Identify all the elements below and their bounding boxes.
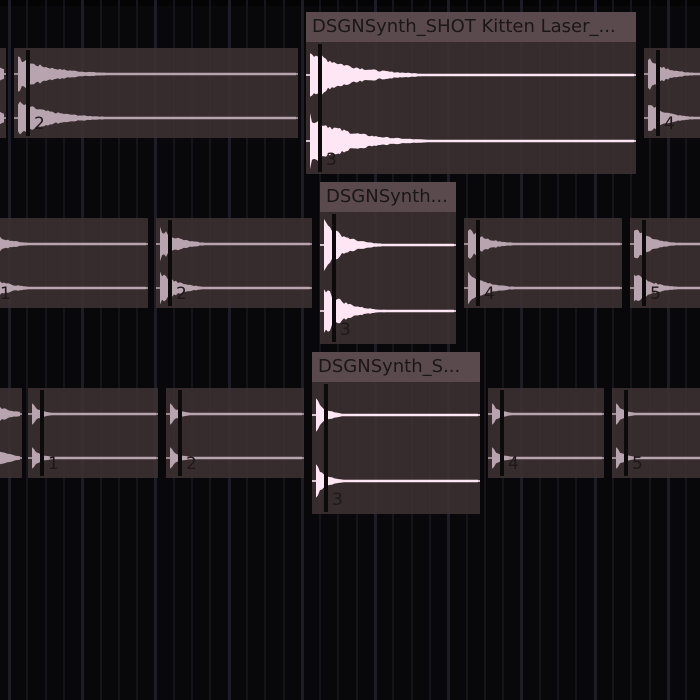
clip-number: 2 [176, 284, 187, 304]
grid-line [319, 0, 322, 700]
clip-start-marker [656, 50, 660, 136]
clip-start-marker [318, 44, 322, 172]
audio-clip[interactable]: 4 [464, 218, 622, 308]
clip-number: 3 [340, 320, 351, 340]
grid-line [337, 0, 340, 700]
grid-line [8, 0, 11, 700]
audio-clip[interactable] [0, 48, 6, 138]
clip-start-marker [324, 384, 328, 512]
grid-line [136, 0, 139, 700]
clip-number: 5 [632, 454, 643, 474]
clip-number: 1 [48, 454, 59, 474]
grid-line [428, 0, 431, 700]
grid-line [264, 0, 267, 700]
clip-number: 2 [186, 454, 197, 474]
audio-clip-selected[interactable]: DSGNSynth... 3 [320, 182, 456, 344]
clip-number: 4 [664, 114, 675, 134]
waveform [320, 214, 456, 342]
clip-number: 4 [508, 454, 519, 474]
grid-line [191, 0, 193, 700]
grid-line [374, 0, 377, 700]
grid-line [447, 0, 451, 700]
waveform [306, 44, 636, 172]
clip-start-marker [476, 220, 480, 306]
waveform [166, 390, 304, 476]
grid-line [685, 0, 688, 700]
clip-number: 3 [326, 150, 337, 170]
waveform [0, 407, 22, 465]
audio-clip[interactable]: 2 [156, 218, 312, 308]
grid-line [26, 0, 29, 700]
clip-number: 5 [650, 284, 661, 304]
grid-line [154, 0, 158, 700]
audio-clip[interactable]: 4 [488, 388, 604, 478]
grid-line [355, 0, 358, 700]
waveform [14, 50, 298, 136]
audio-clip-selected[interactable]: DSGNSynth_S... 3 [312, 352, 480, 514]
clip-start-marker [40, 390, 44, 476]
waveform [630, 220, 700, 306]
clip-number: 3 [332, 490, 343, 510]
grid-line [520, 0, 524, 700]
grid-line [593, 0, 597, 700]
grid-line [99, 0, 102, 700]
grid-line [630, 0, 633, 700]
clip-number: 1 [0, 284, 11, 304]
waveform [0, 67, 6, 125]
grid-line [300, 0, 304, 700]
clip-start-marker [332, 214, 336, 342]
grid-line [483, 0, 486, 700]
clip-start-marker [500, 390, 504, 476]
grid-line [282, 0, 285, 700]
clip-start-marker [642, 220, 646, 306]
waveform [156, 220, 312, 306]
grid-line [62, 0, 65, 700]
audio-clip-selected[interactable]: DSGNSynth_SHOT Kitten Laser_... 3 [306, 12, 636, 174]
grid-line [648, 0, 651, 700]
waveform [312, 384, 480, 512]
waveform [464, 220, 622, 306]
waveform [612, 390, 700, 476]
audio-clip[interactable] [0, 388, 22, 478]
grid-line [172, 0, 175, 700]
clip-number: 2 [34, 114, 45, 134]
clip-number: 4 [484, 284, 495, 304]
audio-clip[interactable]: 1 [28, 388, 158, 478]
clip-start-marker [26, 50, 30, 136]
waveform [0, 236, 148, 295]
waveform [644, 50, 700, 136]
waveform [488, 390, 604, 476]
grid-line [410, 0, 413, 700]
grid-line [227, 0, 231, 700]
audio-clip[interactable]: 5 [612, 388, 700, 478]
grid-line [117, 0, 120, 700]
grid-line [465, 0, 468, 700]
clip-start-marker [178, 390, 182, 476]
clip-start-marker [624, 390, 628, 476]
waveform [28, 390, 158, 476]
audio-clip[interactable]: 1 [0, 218, 148, 308]
grid-line [392, 0, 395, 700]
clip-title[interactable]: DSGNSynth... [320, 182, 456, 212]
grid-line [245, 0, 248, 700]
grid-line [502, 0, 505, 700]
clip-title[interactable]: DSGNSynth_S... [312, 352, 480, 382]
audio-clip[interactable]: 4 [644, 48, 700, 138]
grid-line [81, 0, 85, 700]
grid-line [44, 0, 47, 700]
audio-clip[interactable]: 5 [630, 218, 700, 308]
grid-line [209, 0, 212, 700]
grid-line [538, 0, 541, 700]
timeline-top-edge [0, 0, 700, 6]
audio-clip[interactable]: 2 [14, 48, 298, 138]
audio-clip[interactable]: 2 [166, 388, 304, 478]
grid-line [575, 0, 578, 700]
grid-line [557, 0, 559, 700]
grid-line [611, 0, 614, 700]
clip-start-marker [168, 220, 172, 306]
grid-line [666, 0, 670, 700]
clip-title[interactable]: DSGNSynth_SHOT Kitten Laser_... [306, 12, 636, 42]
